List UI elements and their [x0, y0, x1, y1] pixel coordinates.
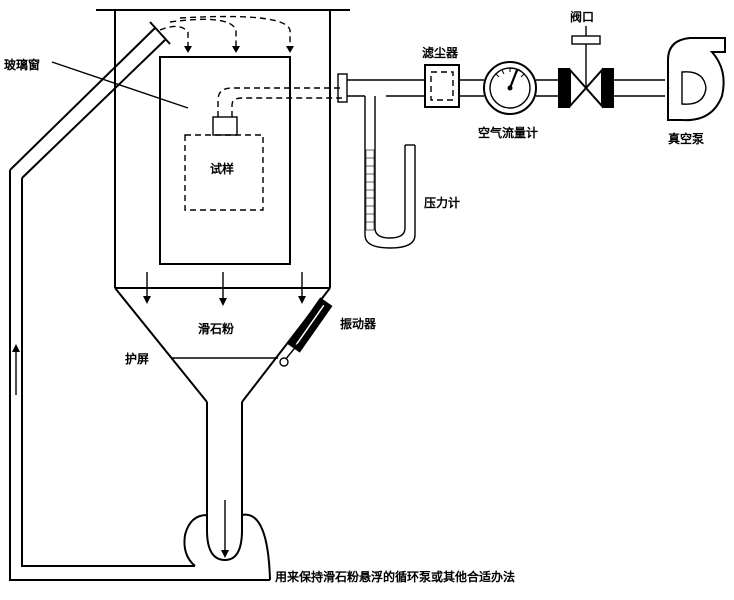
manometer-scale — [366, 157, 374, 223]
label-vacuum-pump: 真空泵 — [668, 132, 705, 146]
label-talc-powder: 滑石粉 — [198, 322, 235, 336]
vibrator-body — [287, 297, 333, 353]
return-pipe-outer — [9, 170, 270, 581]
label-vibrator: 振动器 — [340, 317, 377, 331]
valve-left-flange — [558, 68, 570, 108]
vacuum-pump-impeller — [681, 71, 707, 105]
fall-arrowhead-1 — [143, 296, 151, 304]
vacuum-pump-housing — [667, 37, 726, 122]
down-arrowhead-tube — [221, 550, 229, 558]
feed-pipe-inner — [21, 39, 166, 179]
flow-arrow-3 — [179, 15, 291, 48]
sample-nozzle — [212, 116, 238, 136]
fall-arrowhead-2 — [219, 298, 227, 306]
flow-meter-needle — [508, 69, 519, 89]
loop-left — [183, 514, 208, 567]
feed-pipe-outer — [9, 27, 156, 171]
hopper-left-side — [114, 287, 208, 403]
outlet-flange — [337, 73, 348, 103]
manometer-inner — [374, 96, 406, 239]
feed-pipe-end — [149, 21, 171, 45]
flow-meter-dial — [483, 61, 537, 115]
suction-pipe-lower — [231, 97, 342, 117]
up-arrowhead-return — [12, 344, 20, 352]
label-air-flow-meter: 空气流量计 — [478, 126, 539, 140]
glass-window-leader — [51, 61, 189, 109]
suction-pipe-upper — [217, 87, 342, 117]
label-glass-window: 玻璃窗 — [4, 58, 41, 72]
label-dust-filter: 滤尘器 — [422, 46, 459, 60]
loop-right — [241, 513, 271, 581]
label-valve: 阀口 — [570, 10, 595, 24]
flow-arrow-2 — [169, 18, 237, 48]
label-manometer: 压力计 — [424, 196, 461, 210]
flow-meter-hub — [507, 85, 513, 91]
flow-arrowhead-2 — [232, 46, 240, 53]
label-sample: 试样 — [210, 162, 235, 176]
dust-filter-box — [424, 64, 460, 108]
fall-arrowhead-3 — [298, 296, 306, 304]
diagram-caption: 用来保持滑石粉悬浮的循环泵或其他合适办法 — [275, 570, 516, 584]
drop-tube-bottom — [206, 529, 243, 562]
dust-filter-element — [430, 71, 454, 101]
valve-handwheel — [571, 35, 601, 45]
glass-window-frame — [159, 56, 291, 265]
flow-arrow-1 — [159, 25, 189, 48]
valve-right-flange — [602, 68, 614, 108]
flow-arrowhead-3 — [286, 46, 294, 53]
sample-box — [184, 134, 264, 211]
valve-left-body — [569, 67, 588, 109]
vibrator-pivot — [279, 357, 289, 367]
flow-arrowhead-1 — [184, 46, 192, 53]
vibrator-rod — [284, 343, 299, 361]
return-pipe-inner — [21, 178, 195, 567]
valve-right-body — [584, 67, 603, 109]
flow-meter-ticks — [495, 68, 525, 78]
label-shield: 护屏 — [125, 352, 150, 366]
manometer-outer — [364, 96, 416, 249]
